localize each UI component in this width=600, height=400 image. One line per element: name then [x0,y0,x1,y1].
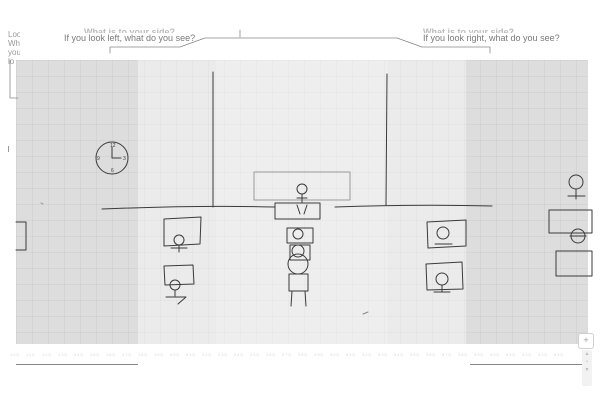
left-prompt-question: What is to your side? [64,25,195,33]
ruler-tick-label: 220 [202,352,218,357]
side-prompt-word-1: Look [8,30,20,39]
handle-up-icon: ▲ [582,350,592,358]
ruler-tick-label: 430 [538,352,554,357]
ruler-tick-label: 390 [474,352,490,357]
ruler-tick-label: 200 [170,352,186,357]
ruler-tick-label: 320 [362,352,378,357]
ruler-tick-label: 280 [298,352,314,357]
right-side-prompt: What is to your side? If you look right,… [423,25,560,44]
ruler-tick-label: 120 [42,352,58,357]
ruler-tick-label: 350 [410,352,426,357]
ruler-tick-label: 130 [58,352,74,357]
ruler-tick-label: 140 [74,352,90,357]
ruler-tick-label: 410 [506,352,522,357]
ruler-tick-label: 250 [250,352,266,357]
ruler-tick-label: 230 [218,352,234,357]
left-side-prompt: What is to your side? If you look left, … [64,25,195,44]
ruler-tick-label: 270 [282,352,298,357]
timeline-ruler[interactable]: 1001101201301401501601701801902002102202… [10,352,588,360]
ruler-tick-label: 310 [346,352,362,357]
ruler-tick-label: 190 [154,352,170,357]
ruler-tick-label: 160 [106,352,122,357]
ruler-tick-label: 240 [234,352,250,357]
ruler-tick-label: 440 [554,352,570,357]
plus-icon: + [583,335,588,345]
right-underline [470,364,584,365]
left-underline [16,364,138,365]
ruler-tick-label: 370 [442,352,458,357]
right-prompt-detail: If you look right, what do you see? [423,33,560,43]
ruler-tick-label: 210 [186,352,202,357]
left-tick-mark [8,146,9,152]
ruler-tick-label: 180 [138,352,154,357]
left-view-panel [16,60,138,344]
ruler-tick-label: 100 [10,352,26,357]
ruler-tick-label: 150 [90,352,106,357]
classroom-sketch-canvas[interactable] [16,60,588,344]
ruler-tick-label: 260 [266,352,282,357]
front-view-highlight [216,60,388,344]
handle-down-icon: ▼ [582,366,592,374]
right-view-panel [466,60,588,344]
ruler-tick-label: 330 [378,352,394,357]
side-prompt-word-2: What [8,39,20,48]
left-prompt-detail: If you look left, what do you see? [64,33,195,43]
ruler-tick-label: 300 [330,352,346,357]
ruler-tick-label: 380 [458,352,474,357]
ruler-tick-label: 110 [26,352,42,357]
right-prompt-question: What is to your side? [423,25,560,33]
ruler-tick-label: 360 [426,352,442,357]
ruler-tick-label: 400 [490,352,506,357]
ruler-tick-label: 340 [394,352,410,357]
handle-dot-icon: • [582,358,592,366]
expand-button[interactable]: + [578,333,594,349]
ruler-tick-label: 290 [314,352,330,357]
ruler-tick-label: 420 [522,352,538,357]
ruler-tick-label: 170 [122,352,138,357]
scroll-handle[interactable]: ▲ • ▼ [582,350,592,386]
